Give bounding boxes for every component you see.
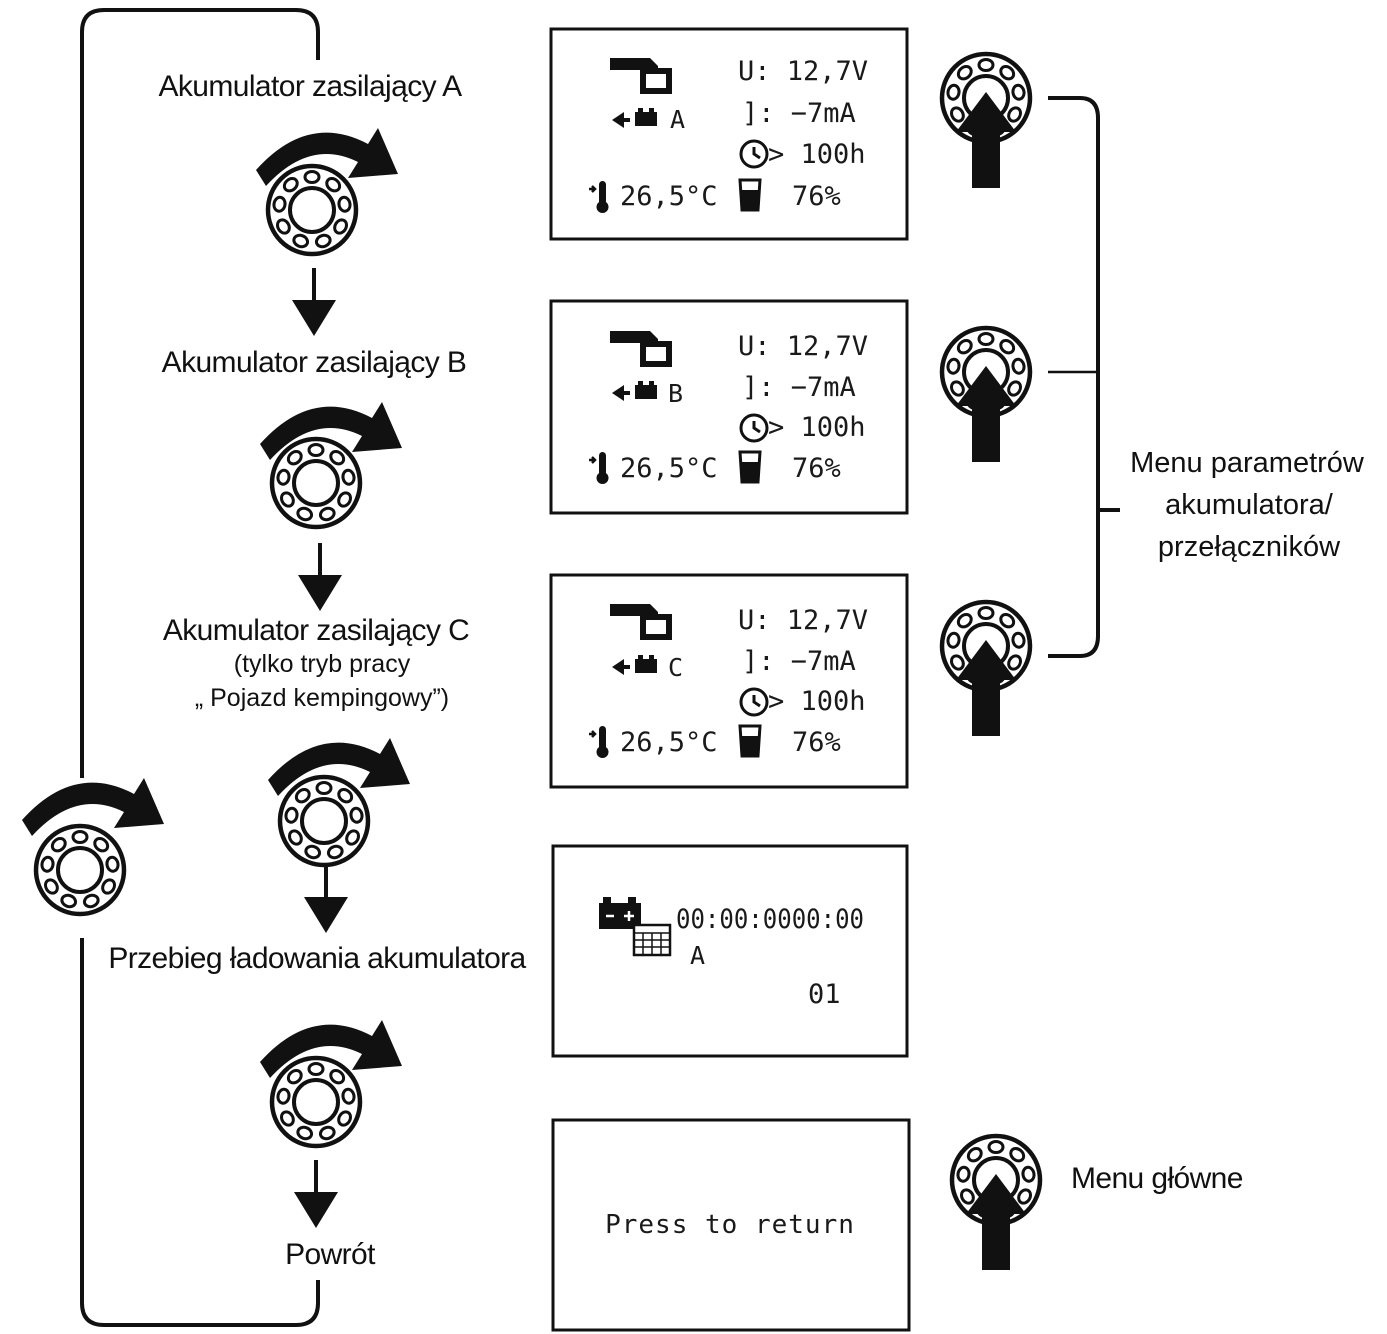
step-label-back: Powrót bbox=[285, 1238, 376, 1271]
charge-level-readout: 76% bbox=[792, 727, 841, 758]
group-label-line1: Menu parametrów bbox=[1130, 447, 1365, 479]
screen-battery-b: B U: 12,7V ]: −7mA > 100h 26,5°C 76% bbox=[549, 299, 909, 515]
temperature-readout: 26,5°C bbox=[620, 181, 718, 212]
current-readout: ]: −7mA bbox=[742, 98, 856, 129]
clock-icon bbox=[739, 139, 769, 169]
step-label-c: Akumulator zasilający C bbox=[163, 614, 469, 647]
charge-level-icon bbox=[738, 178, 762, 212]
step-label-a: Akumulator zasilający A bbox=[158, 70, 462, 103]
step-label-history: Przebieg ładowania akumulatora bbox=[108, 942, 526, 975]
voltage-readout: U: 12,7V bbox=[738, 56, 868, 87]
time-readout: > 100h bbox=[768, 412, 866, 443]
main-menu-label: Menu główne bbox=[1071, 1162, 1243, 1195]
screen-battery-a: A U: 12,7V ]: −7mA > 100h 26,5°C 76% bbox=[549, 27, 909, 241]
voltage-readout: U: 12,7V bbox=[738, 605, 868, 636]
step-label-b: Akumulator zasilający B bbox=[162, 346, 467, 379]
charge-level-icon bbox=[738, 724, 762, 758]
time-readout: > 100h bbox=[768, 686, 866, 717]
group-label-line3: przełączników bbox=[1158, 531, 1341, 563]
temperature-readout: 26,5°C bbox=[620, 453, 718, 484]
screen-charge-history: 00:00:0000:00 A 01 bbox=[551, 844, 909, 1058]
loop-knob bbox=[36, 826, 124, 914]
battery-letter: C bbox=[668, 653, 683, 682]
turn-knob-3 bbox=[280, 777, 368, 865]
turn-knob-4 bbox=[272, 1058, 360, 1146]
return-prompt: Press to return bbox=[605, 1210, 855, 1240]
clock-icon bbox=[739, 687, 769, 717]
time-readout: > 100h bbox=[768, 139, 866, 170]
current-readout: ]: −7mA bbox=[742, 646, 856, 677]
turn-knob-2 bbox=[272, 439, 360, 527]
push-knob-main-menu bbox=[952, 1136, 1040, 1270]
history-battery: A bbox=[690, 941, 705, 970]
battery-calendar-icon bbox=[599, 897, 672, 957]
temperature-readout: 26,5°C bbox=[620, 727, 718, 758]
step-note-c-1: (tylko tryb pracy bbox=[234, 650, 411, 678]
screen-battery-c: C U: 12,7V ]: −7mA > 100h 26,5°C 76% bbox=[549, 573, 909, 789]
screen-return: Press to return bbox=[551, 1118, 911, 1332]
push-knob-b bbox=[942, 328, 1030, 462]
history-datetime: 00:00:0000:00 bbox=[676, 904, 864, 935]
down-arrow-4-icon bbox=[292, 1158, 340, 1230]
clock-icon bbox=[739, 413, 769, 443]
charge-level-icon bbox=[738, 450, 762, 484]
loop-line-top bbox=[80, 8, 320, 778]
group-label-line2: akumulatora/ bbox=[1165, 489, 1334, 521]
push-knob-c bbox=[942, 602, 1030, 736]
down-arrow-1-icon bbox=[290, 266, 338, 338]
push-knob-a bbox=[942, 54, 1030, 188]
current-readout: ]: −7mA bbox=[742, 372, 856, 403]
loop-line-bottom bbox=[80, 938, 320, 1327]
step-note-c-2: „ Pojazd kempingowy”) bbox=[195, 684, 449, 712]
group-bracket bbox=[1048, 96, 1100, 658]
charge-level-readout: 76% bbox=[792, 181, 841, 212]
voltage-readout: U: 12,7V bbox=[738, 331, 868, 362]
turn-knob-1 bbox=[268, 166, 356, 254]
battery-letter: B bbox=[668, 379, 683, 408]
charge-level-readout: 76% bbox=[792, 453, 841, 484]
down-arrow-3-icon bbox=[302, 863, 350, 935]
down-arrow-2-icon bbox=[296, 541, 344, 613]
history-index: 01 bbox=[808, 979, 841, 1010]
battery-letter: A bbox=[670, 105, 685, 134]
